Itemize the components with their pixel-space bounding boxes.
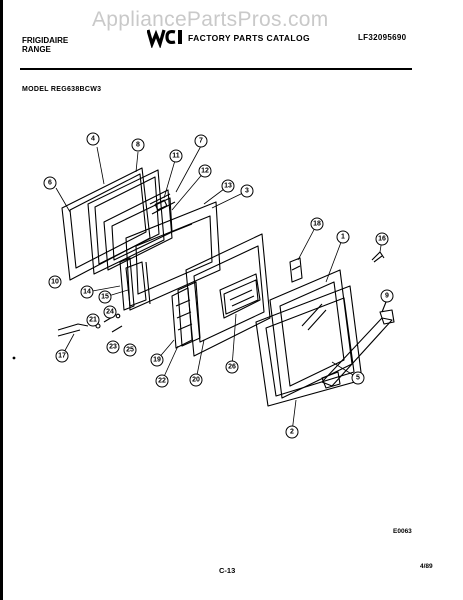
part-outer-door-frame <box>269 269 353 399</box>
product-type: RANGE <box>22 45 51 54</box>
part-glass-pack <box>219 273 261 319</box>
callout-20-number: 20 <box>192 377 200 384</box>
callout-7: 7 <box>194 134 208 148</box>
callout-12: 12 <box>198 164 212 178</box>
callout-6-number: 6 <box>48 180 52 187</box>
catalog-title: FACTORY PARTS CATALOG <box>188 33 311 43</box>
callout-25: 25 <box>123 343 137 357</box>
callout-1: 1 <box>336 230 350 244</box>
callout-5: 5 <box>351 371 365 385</box>
callout-9: 9 <box>380 289 394 303</box>
callout-3: 3 <box>240 184 254 198</box>
callout-10: 10 <box>48 275 62 289</box>
part-outer-glass-door <box>255 285 363 407</box>
callout-11-number: 11 <box>172 153 180 160</box>
callout-26-number: 26 <box>228 364 236 371</box>
callout-16-number: 16 <box>378 236 386 243</box>
part-inner-glass-pack <box>103 189 176 271</box>
part-door-handle <box>321 309 395 389</box>
callout-25-number: 25 <box>126 347 134 354</box>
part-side-frame <box>119 257 151 311</box>
watermark: AppliancePartsPros.com <box>92 8 329 31</box>
callout-15: 15 <box>98 290 112 304</box>
callout-4: 4 <box>86 132 100 146</box>
revision-date: 4/89 <box>420 563 433 570</box>
callout-24: 24 <box>103 305 117 319</box>
diagram-code: E0063 <box>393 528 412 535</box>
callout-18: 18 <box>310 217 324 231</box>
callout-21-number: 21 <box>89 317 97 324</box>
brand-block: FRIGIDAIRE RANGE <box>22 36 68 54</box>
callout-23-number: 23 <box>109 344 117 351</box>
callout-4-number: 4 <box>91 136 95 143</box>
callout-13-number: 13 <box>224 183 232 190</box>
margin-dot <box>12 356 16 360</box>
callout-19-number: 19 <box>153 357 161 364</box>
callout-24-number: 24 <box>106 309 114 316</box>
brand-name: FRIGIDAIRE <box>22 36 69 45</box>
callout-23: 23 <box>106 340 120 354</box>
leader-lines <box>55 145 388 433</box>
callout-8-number: 8 <box>136 142 140 149</box>
callout-16: 16 <box>375 232 389 246</box>
part-clip <box>289 257 303 283</box>
callout-14: 14 <box>80 285 94 299</box>
callout-19: 19 <box>150 353 164 367</box>
callout-26: 26 <box>225 360 239 374</box>
callout-9-number: 9 <box>385 293 389 300</box>
catalog-number: LF32095690 <box>358 33 407 42</box>
callout-8: 8 <box>131 138 145 152</box>
callout-10-number: 10 <box>51 279 59 286</box>
callout-11: 11 <box>169 149 183 163</box>
callout-13: 13 <box>221 179 235 193</box>
callout-7-number: 7 <box>199 138 203 145</box>
callout-2: 2 <box>285 425 299 439</box>
callout-14-number: 14 <box>83 289 91 296</box>
part-inner-window <box>125 201 221 311</box>
callout-5-number: 5 <box>356 375 360 382</box>
part-small-bracket <box>371 251 385 263</box>
callout-17: 17 <box>55 349 69 363</box>
callout-3-number: 3 <box>245 188 249 195</box>
callout-1-number: 1 <box>341 234 345 241</box>
header-rule <box>20 68 412 70</box>
callout-21: 21 <box>86 313 100 327</box>
callout-labels: 1 2 3 4 5 6 7 8 9 10 11 12 13 14 15 16 1… <box>43 132 394 439</box>
callout-15-number: 15 <box>101 294 109 301</box>
model-number: MODEL REG638BCW3 <box>22 86 102 93</box>
callout-20: 20 <box>189 373 203 387</box>
callout-6: 6 <box>43 176 57 190</box>
callout-22-number: 22 <box>158 378 166 385</box>
part-inner-door-panel <box>185 233 271 357</box>
wci-logo-icon <box>147 29 182 48</box>
callout-17-number: 17 <box>58 353 66 360</box>
callout-22: 22 <box>155 374 169 388</box>
part-door-liner <box>87 169 165 275</box>
callout-12-number: 12 <box>201 168 209 175</box>
page-number: C-13 <box>219 566 236 575</box>
callout-18-number: 18 <box>313 221 321 228</box>
callout-2-number: 2 <box>290 429 294 436</box>
